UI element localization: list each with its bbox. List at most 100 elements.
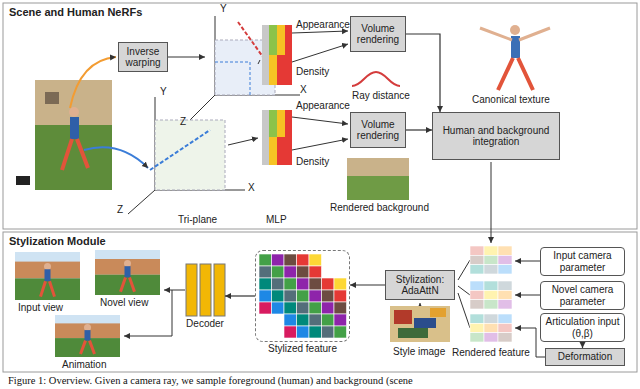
annotation-label: Canonical texture: [472, 94, 550, 106]
annotation-label: X: [300, 84, 307, 96]
ray-curve: [84, 147, 148, 168]
feature-cell: [297, 302, 310, 314]
feature-cell: [484, 290, 498, 299]
output-person-legs: [81, 341, 95, 354]
mlp-arrow: [292, 117, 348, 124]
mlp-bar: [277, 110, 285, 137]
feature-cell: [470, 314, 484, 323]
mlp-bar: [285, 110, 292, 165]
mlp-arrow: [292, 31, 348, 33]
feature-cell: [272, 266, 285, 278]
annotation-label: Rendered background: [330, 202, 429, 214]
feature-cell: [470, 290, 484, 299]
mlp-bar: [269, 110, 277, 137]
node-label: Volume rendering: [355, 23, 401, 46]
person-head: [69, 107, 79, 117]
feature-cell: [334, 278, 347, 290]
feature-cell: [272, 290, 285, 302]
node-label: Deformation: [558, 351, 612, 363]
mlp-bar: [262, 110, 269, 165]
feature-cell: [484, 323, 498, 332]
feature-cell: [470, 333, 484, 342]
feature-cell: [309, 278, 322, 290]
feature-cell: [498, 246, 512, 255]
feature-cell: [322, 326, 335, 338]
node-label: Input camera parameter: [545, 250, 620, 273]
connector: [225, 295, 255, 296]
feature-cell: [498, 333, 512, 342]
process-box: Human and background integration: [432, 112, 560, 160]
annotation-label: Z: [117, 204, 123, 216]
annotation-label: Appearance: [296, 100, 350, 112]
annotation-label: Novel view: [100, 297, 148, 309]
feature-arrow: [491, 162, 492, 243]
output-grass: [95, 275, 160, 295]
feature-cell: [259, 266, 272, 278]
connector: [406, 34, 440, 112]
style-stroke: [430, 308, 446, 317]
figure-caption: Figure 1: Overview. Given a camera ray, …: [8, 375, 413, 387]
feature-cell: [297, 314, 310, 326]
feature-cell: [272, 302, 285, 314]
feature-cell: [309, 326, 322, 338]
feature-arrow: [228, 138, 258, 145]
feature-cell: [470, 281, 484, 290]
camera-icon: [16, 176, 30, 185]
feature-lines: [458, 260, 470, 328]
ray: [150, 130, 210, 170]
style-stroke: [398, 328, 428, 338]
process-box: Volume rendering: [350, 16, 406, 52]
output-person-head: [44, 263, 51, 270]
connector: [350, 284, 385, 285]
feature-cell: [322, 278, 335, 290]
canonical-head: [510, 25, 520, 35]
feature-cell: [322, 302, 335, 314]
background-house: [347, 158, 409, 176]
ray-distance-curve: [352, 72, 400, 86]
feature-cell: [284, 254, 297, 266]
mlp-bar: [285, 25, 292, 85]
feature-group: Stylized feature: [255, 250, 350, 342]
node-label: Human and background integration: [437, 125, 555, 148]
output-person-torso: [125, 266, 131, 277]
feature-cell: [322, 290, 335, 302]
output-person-legs: [121, 277, 135, 291]
mlp-bar: [269, 55, 277, 85]
annotation-label: Z: [180, 116, 186, 128]
plane: [155, 120, 225, 190]
feature-cell: [498, 300, 512, 309]
feature-cell: [284, 326, 297, 338]
annotation-label: Y: [220, 3, 227, 15]
feature-cell: [297, 266, 310, 278]
mlp-bar: [277, 25, 285, 55]
mlp-bar: [277, 137, 285, 165]
feature-cell: [484, 300, 498, 309]
feature-cell: [284, 314, 297, 326]
projection: [215, 62, 250, 95]
feature-cell: [484, 255, 498, 264]
node-label: Inverse warping: [123, 46, 163, 69]
style-stroke: [414, 318, 436, 328]
axes: [190, 16, 300, 120]
camera-arrow: [515, 261, 540, 262]
feature-cell: [322, 314, 335, 326]
feature-cell: [334, 302, 347, 314]
annotation-label: MLP: [266, 214, 287, 226]
feature-cell: [334, 290, 347, 302]
feature-cell: [470, 300, 484, 309]
panel-frame: [3, 3, 637, 229]
panel-title: Stylization Module: [9, 235, 106, 248]
decoder-block: Decoder: [185, 264, 225, 316]
warp-arrow: [168, 57, 205, 58]
ray-curve: [70, 57, 116, 108]
person-legs: [62, 139, 88, 170]
output-person-torso: [45, 269, 51, 281]
feature-cell: [284, 290, 297, 302]
mlp-bar: [277, 55, 285, 85]
connectors: [225, 34, 583, 348]
output-person-head: [124, 260, 131, 267]
feature-cell: [334, 326, 347, 338]
decoder-bar: [200, 264, 211, 316]
output-grass: [55, 338, 120, 357]
feature-cell: [484, 265, 498, 274]
